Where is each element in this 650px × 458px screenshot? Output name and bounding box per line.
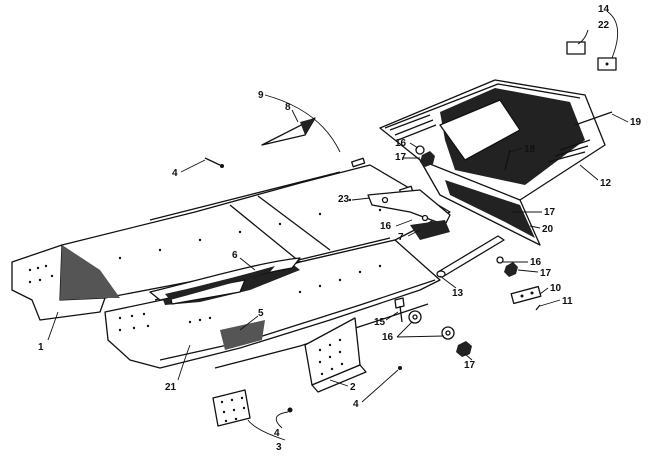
callout-5: 5 [258,308,264,319]
left-skirt-hatch [60,245,120,300]
callout-2: 2 [350,382,356,393]
callout-12: 12 [600,178,612,189]
plate-3 [212,389,251,427]
decal-dot [605,62,609,66]
callout-23: 23 [338,194,350,205]
rivet-holes [28,198,382,332]
bumper-ribs [389,114,591,163]
callout-14: 14 [598,4,610,15]
screw-4a-head [220,164,224,168]
nut-17d [420,151,435,167]
channel-hole [381,196,389,204]
tunnel-assembly [11,157,451,369]
bracket-hole [520,294,524,298]
bracket-10 [510,285,542,305]
callout-labels: 1 2 3 4 4 4 5 6 7 8 9 10 11 12 13 14 15 … [38,4,642,453]
nut-17c [498,204,512,219]
rod-end [436,270,446,278]
callout-20: 20 [542,224,554,235]
tunnel-rear-shade [220,320,265,350]
callout-7: 7 [398,232,404,243]
callout-16c: 16 [530,257,542,268]
nut-17 [456,341,472,357]
callout-9: 9 [258,90,264,101]
bolt-18 [504,149,511,171]
deck-seam [149,171,341,263]
bumper-top-rail [384,83,581,129]
rod-13 [437,235,505,277]
side-molding [149,257,301,301]
callout-21: 21 [165,382,177,393]
deck-slot [351,157,366,168]
callout-4c: 4 [274,428,280,439]
callout-4a: 4 [172,168,178,179]
leader-lines [47,11,629,441]
callout-17b: 17 [540,268,552,279]
rear-bumper [379,79,606,246]
washer-16c [496,256,504,264]
callout-1: 1 [38,342,44,353]
tunnel-left-skirt [11,244,106,321]
bumper-lower-shade [445,180,535,238]
callout-13: 13 [452,288,464,299]
screw-4c-head [287,407,293,413]
callout-18: 18 [524,144,536,155]
channel-hole [421,214,429,222]
nut-17b [504,262,518,277]
washer-16b-hole [445,330,451,336]
callout-16d: 16 [395,138,407,149]
callout-17a: 17 [464,360,476,371]
callout-11: 11 [562,296,573,307]
screw-4b-head [398,366,402,370]
triangle-bracket [261,117,316,146]
bracket-hole [530,291,534,295]
callout-15: 15 [374,317,386,328]
callout-10: 10 [550,283,562,294]
callout-6: 6 [232,250,238,261]
bumper-center-panel [439,99,521,161]
callout-17d: 17 [395,152,407,163]
channel-23-shade [410,220,450,240]
callout-4b: 4 [353,399,359,410]
callout-16b: 16 [380,221,392,232]
callout-19: 19 [630,117,642,128]
molding-shade [165,266,275,300]
mount-bracket-2 [304,317,367,393]
callout-17c: 17 [544,207,556,218]
screw-11 [535,304,541,311]
callout-22: 22 [598,20,610,31]
hardware-bolt-15 [394,297,405,323]
bolt-19 [574,111,613,126]
callout-16a: 16 [382,332,394,343]
washer-16-hole [412,314,418,320]
decal-plate-22 [566,41,586,55]
callout-8: 8 [285,102,291,113]
screw-4a [204,157,223,167]
callout-3: 3 [276,442,282,453]
